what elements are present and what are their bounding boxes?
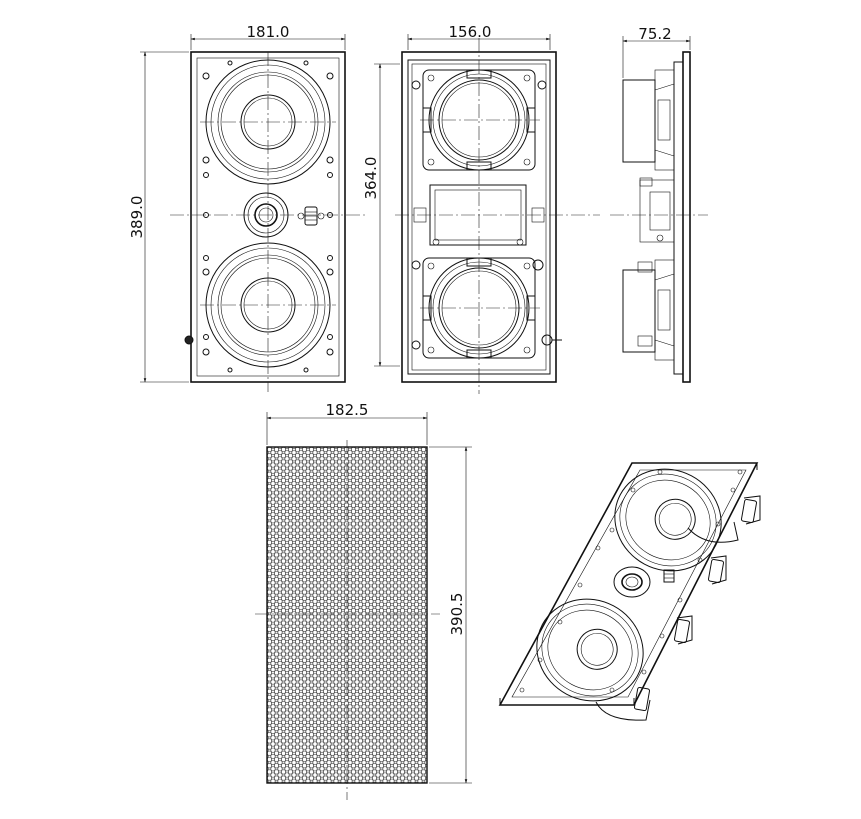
side-depth-label: 75.2 xyxy=(638,25,671,43)
dim-grille-width: 182.5 xyxy=(266,401,428,445)
back-width-label: 156.0 xyxy=(449,23,492,41)
dim-front-width: 181.0 xyxy=(190,23,346,50)
iso-clamps xyxy=(633,495,761,712)
back-clamp-dogs xyxy=(411,80,562,350)
isometric-view xyxy=(498,462,761,721)
iso-tweeter xyxy=(613,566,651,598)
level-switch-icon xyxy=(297,206,325,226)
iso-level-switch-icon xyxy=(663,569,675,583)
front-height-label: 389.0 xyxy=(128,196,146,239)
dim-front-height: 389.0 xyxy=(128,51,189,383)
front-view: 181.0 389.0 xyxy=(128,23,365,392)
dim-side-depth: 75.2 xyxy=(622,25,691,78)
iso-lower-woofer xyxy=(536,598,644,702)
dim-back-height: 364.0 xyxy=(362,63,400,367)
front-width-label: 181.0 xyxy=(247,23,290,41)
grille-width-label: 182.5 xyxy=(326,401,369,419)
back-view: 156.0 364.0 xyxy=(362,23,600,394)
side-view: 75.2 xyxy=(610,25,708,383)
grille-view: 182.5 390.5 xyxy=(255,401,472,800)
dim-back-width: 156.0 xyxy=(407,23,551,50)
back-height-label: 364.0 xyxy=(362,157,380,200)
dim-grille-height: 390.5 xyxy=(429,446,472,784)
iso-upper-woofer xyxy=(614,468,722,572)
iso-mounting-holes xyxy=(519,469,743,693)
grille-height-label: 390.5 xyxy=(448,593,466,636)
